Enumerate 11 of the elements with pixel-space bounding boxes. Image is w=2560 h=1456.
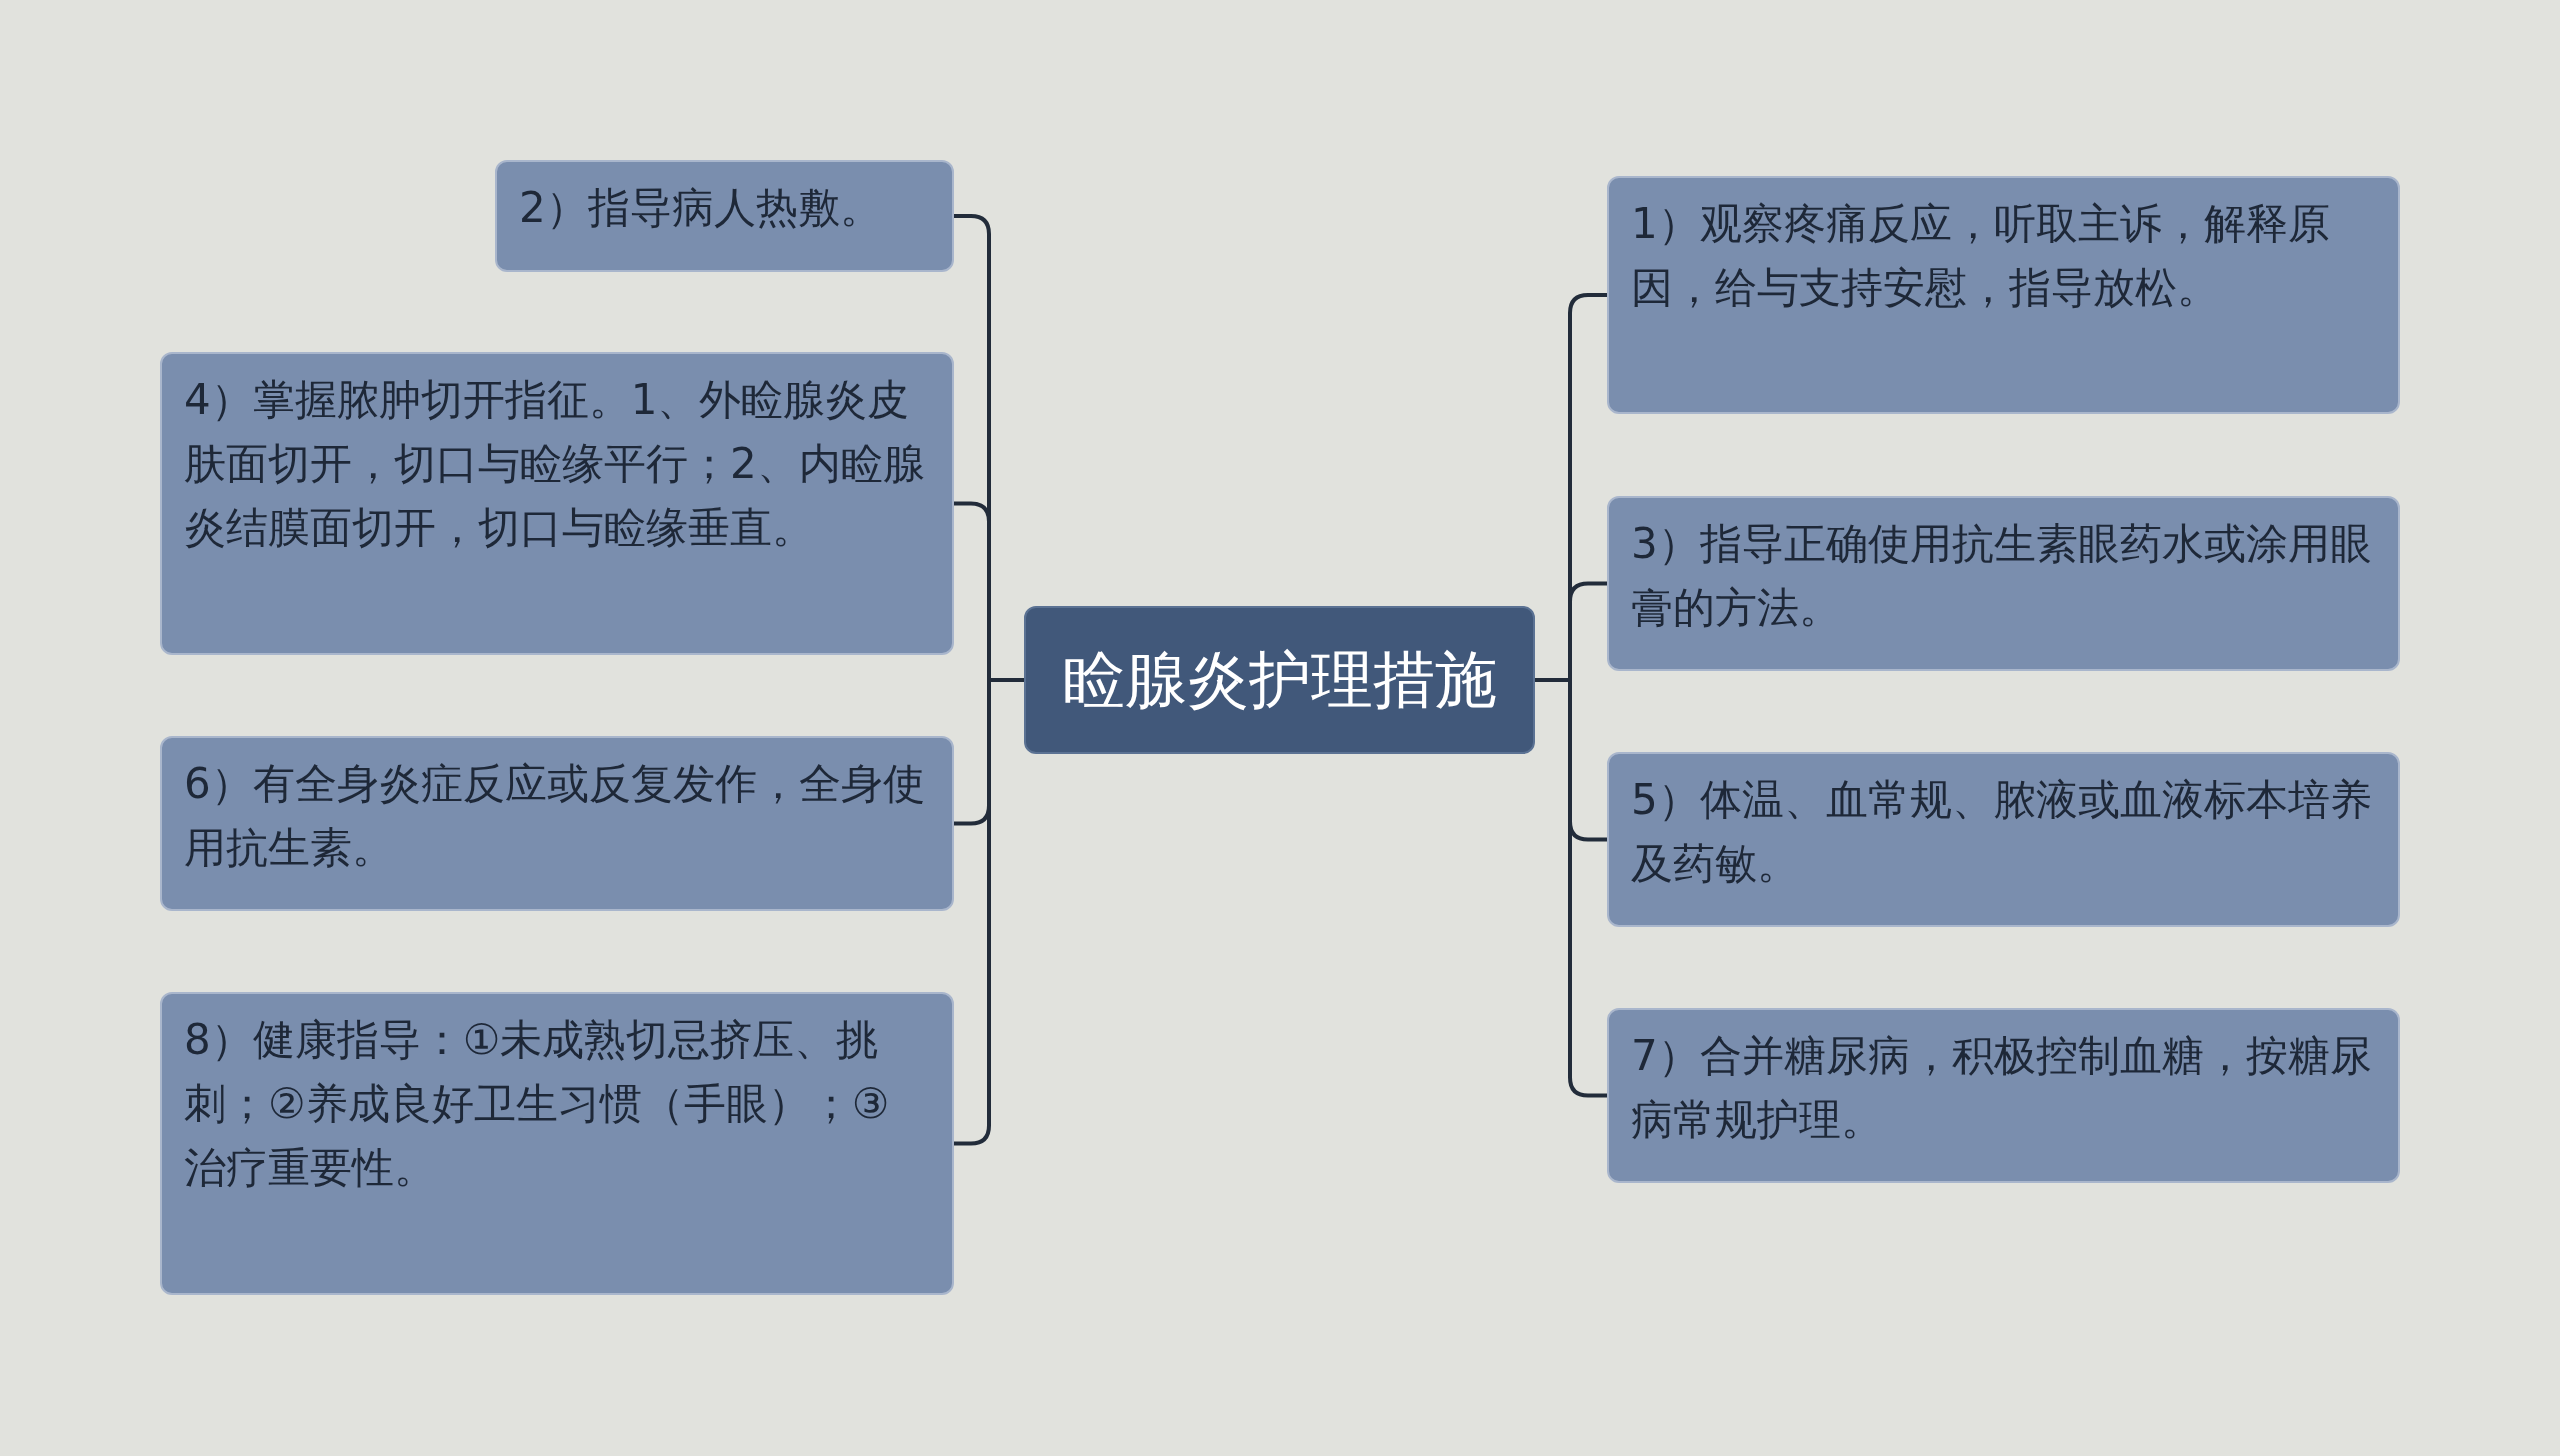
connector-line: [954, 678, 1024, 1146]
branch-box: 3）指导正确使用抗生素眼药水或涂用眼膏的方法。: [1607, 496, 2400, 671]
branch-box: 6）有全身炎症反应或反复发作，全身使用抗生素。: [160, 736, 954, 911]
connector-line: [1535, 678, 1607, 1098]
topic-box: 睑腺炎护理措施: [1024, 606, 1535, 754]
branch-box: 1）观察疼痛反应，听取主诉，解释原因，给与支持安慰，指导放松。: [1607, 176, 2400, 414]
branch-box: 2）指导病人热敷。: [495, 160, 954, 272]
branch-box: 5）体温、血常规、脓液或血液标本培养及药敏。: [1607, 752, 2400, 927]
branch-box: 4）掌握脓肿切开指征。1、外睑腺炎皮肤面切开，切口与睑缘平行；2、内睑腺炎结膜面切开，切口与睑缘垂直。: [160, 352, 954, 655]
branch-box: 8）健康指导：①未成熟切忌挤压、挑刺；②养成良好卫生习惯（手眼）；③治疗重要性。: [160, 992, 954, 1295]
branch-box: 7）合并糖尿病，积极控制血糖，按糖尿病常规护理。: [1607, 1008, 2400, 1183]
